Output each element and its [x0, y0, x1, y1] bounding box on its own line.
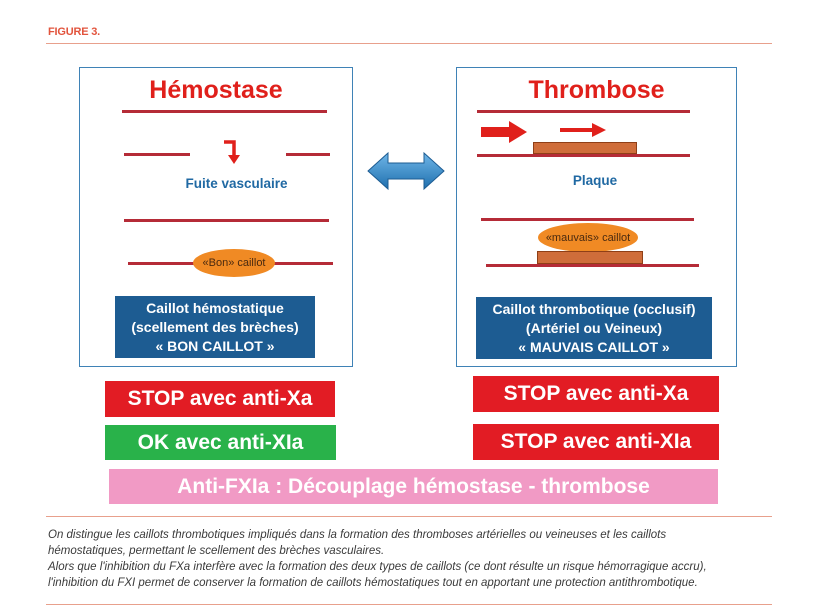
hemostasis-title: Hémostase — [149, 76, 283, 104]
artery-wall-upper-bottom — [477, 154, 690, 157]
caption-line-1: On distingue les caillots thrombotiques … — [48, 529, 667, 541]
caption-line-2: hémostatiques, permettant le scellement … — [48, 545, 385, 557]
hemostasis-panel: Hémostase Fuite vasculaire «Bon» caillot… — [79, 67, 353, 367]
thrombosis-title: Thrombose — [528, 76, 665, 104]
left-stop-anti-xa: STOP avec anti-Xa — [105, 381, 335, 417]
right-stop-anti-xa: STOP avec anti-Xa — [473, 376, 719, 412]
thrombotic-clot-line-2: (Artériel ou Veineux) — [525, 319, 663, 336]
good-clot: «Bon» caillot — [193, 249, 275, 277]
vessel-wall-lower-top — [124, 219, 329, 222]
blood-flow-arrow-small-icon — [560, 123, 606, 137]
thrombotic-clot-line-3: « MAUVAIS CAILLOT » — [518, 338, 670, 355]
right-stop-anti-xia: STOP avec anti-XIa — [473, 424, 719, 460]
hemostatic-clot-line-2: (scellement des brèches) — [131, 318, 299, 335]
thrombotic-clot-box: Caillot thrombotique (occlusif) (Artérie… — [476, 297, 712, 359]
vessel-wall-upper-right — [286, 153, 330, 156]
plaque-upper — [533, 142, 637, 154]
figure-label: FIGURE 3. — [48, 26, 100, 38]
thrombotic-clot-line-1: Caillot thrombotique (occlusif) — [492, 300, 696, 317]
caption-line-3: Alors que l'inhibition du FXa interfère … — [48, 561, 707, 573]
leak-arrow-icon — [224, 140, 240, 164]
figure-caption: On distingue les caillots thrombotiques … — [48, 527, 772, 591]
double-arrow-icon — [367, 151, 445, 191]
plaque-lower — [537, 251, 643, 264]
caption-bottom-rule — [46, 604, 772, 605]
top-rule — [46, 43, 772, 44]
vessel-wall-upper-top — [122, 110, 327, 113]
caption-line-4: l'inhibition du FXI permet de conserver … — [48, 577, 698, 589]
thrombosis-panel: Thrombose Plaque «mauvais» caillot Caill… — [456, 67, 737, 367]
caption-top-rule — [46, 516, 772, 517]
left-ok-anti-xia: OK avec anti-XIa — [105, 425, 336, 460]
blood-flow-arrow-large-icon — [481, 121, 527, 143]
plaque-label: Plaque — [572, 173, 618, 188]
artery-wall-lower-top — [481, 218, 694, 221]
artery-wall-upper-top — [477, 110, 690, 113]
decoupling-banner: Anti-FXIa : Découplage hémostase - throm… — [109, 469, 718, 504]
hemostatic-clot-line-3: « BON CAILLOT » — [155, 337, 275, 354]
leak-label: Fuite vasculaire — [185, 176, 288, 191]
bad-clot: «mauvais» caillot — [538, 223, 638, 252]
hemostatic-clot-line-1: Caillot hémostatique — [146, 299, 284, 316]
hemostatic-clot-box: Caillot hémostatique (scellement des brè… — [115, 296, 315, 358]
vessel-wall-upper-left — [124, 153, 190, 156]
artery-wall-lower-bottom — [486, 264, 699, 267]
